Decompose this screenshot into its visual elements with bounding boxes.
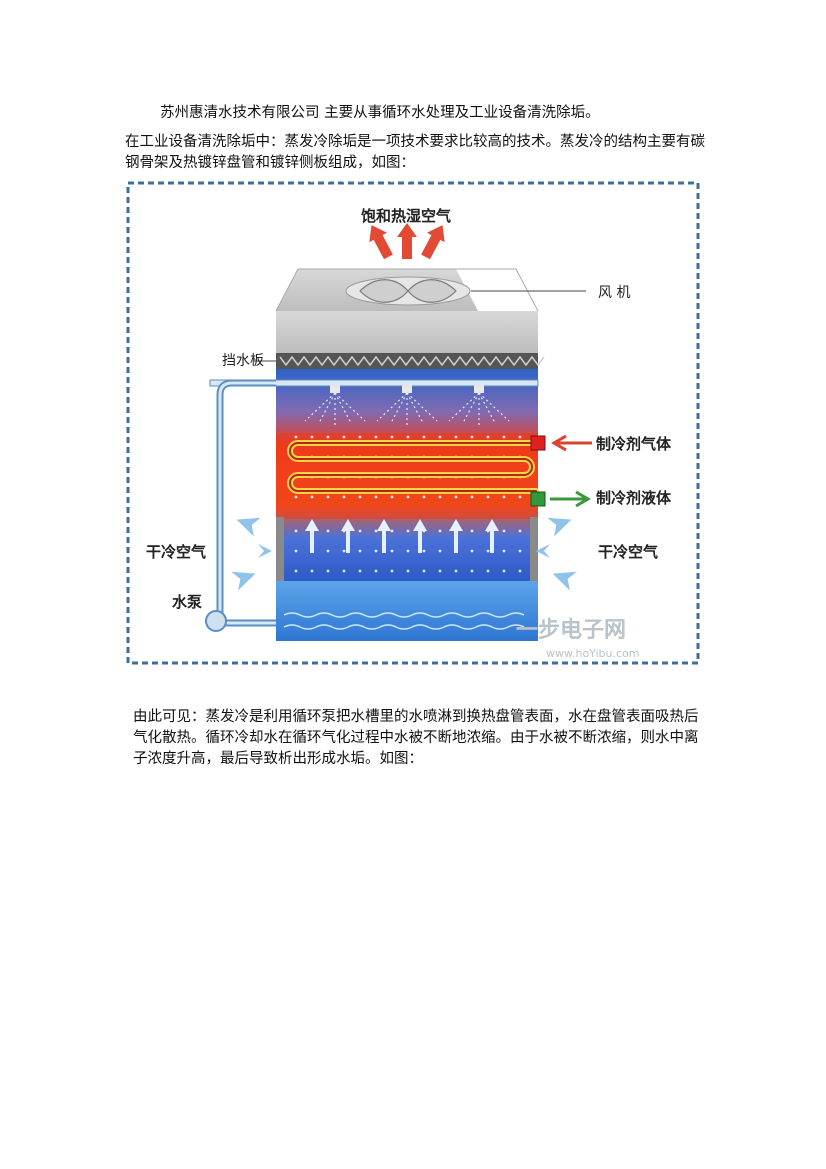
- updraft-arrows: [305, 519, 499, 553]
- water-basin: [276, 581, 538, 641]
- spray-header: [209, 379, 539, 387]
- intro-paragraph: 苏州惠清水技术有限公司 主要从事循环水处理及工业设备清洗除垢。: [160, 105, 600, 121]
- heat-exchange-coil: [287, 440, 539, 494]
- left-louver: [276, 517, 284, 581]
- refrigerant-liquid-label: 制冷剂液体: [596, 489, 672, 507]
- water-droplets: [294, 181, 522, 573]
- left-air-arrows: [231, 517, 272, 591]
- watermark: 一步电子网 www.hoYibu.com: [516, 617, 640, 660]
- fan-housing: [276, 311, 538, 353]
- conclusion-paragraph: 由此可见：蒸发冷是利用循环泵把水槽里的水喷淋到换热盘管表面，水在盘管表面吸热后气…: [133, 709, 699, 767]
- structure-paragraph: 在工业设备清洗除垢中：蒸发冷除垢是一项技术要求比较高的技术。蒸发冷的结构主要有碳…: [125, 134, 705, 171]
- evaporative-cooler-diagram: 饱和热湿空气 风 机 挡水板: [126, 181, 700, 665]
- gas-inlet-arrow: [551, 434, 592, 452]
- liquid-outlet-arrow: [550, 490, 591, 508]
- refrigerant-outlet: [530, 491, 546, 507]
- watermark-cn: 一步电子网: [516, 617, 626, 643]
- exhaust-arrows: [369, 223, 445, 260]
- spray-pattern: [304, 392, 510, 425]
- refrigerant-inlet: [530, 435, 546, 451]
- watermark-en: www.hoYibu.com: [546, 647, 640, 660]
- baffle-label: 挡水板: [222, 353, 264, 369]
- fan-icon: [345, 276, 471, 306]
- basin-waves: [283, 612, 525, 630]
- top-air-label: 饱和热湿空气: [361, 207, 451, 225]
- circulation-pipe: [216, 379, 276, 627]
- fan-label: 风 机: [598, 285, 630, 301]
- refrigerant-gas-label: 制冷剂气体: [596, 435, 672, 453]
- right-louver: [530, 517, 538, 581]
- spray-nozzles: [330, 385, 484, 393]
- left-air-label: 干冷空气: [146, 543, 206, 561]
- right-air-arrows: [536, 517, 577, 591]
- right-air-label: 干冷空气: [598, 543, 658, 561]
- figure-border: [126, 181, 700, 665]
- pump-label: 水泵: [172, 593, 202, 611]
- pump-icon: [205, 610, 227, 632]
